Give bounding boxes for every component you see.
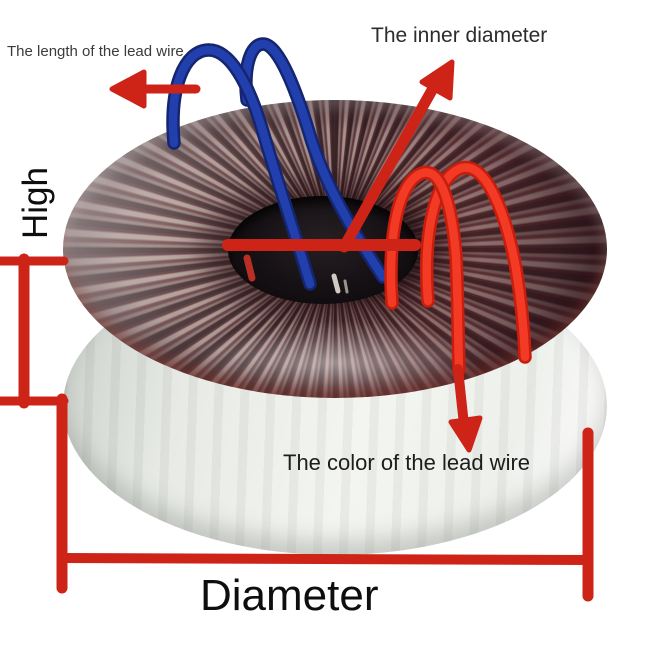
inner-diameter-pointer-icon — [222, 59, 455, 253]
diameter-measure-line — [57, 427, 594, 602]
height-bracket — [0, 253, 69, 594]
blue-lead-wire-front — [166, 43, 317, 291]
diameter-label: Diameter — [200, 571, 379, 620]
hole-terminal-wires — [243, 254, 349, 294]
height-label: High — [16, 167, 55, 239]
red-lead-wire-back — [420, 160, 532, 364]
lead-length-label: The length of the lead wire — [7, 43, 184, 60]
inner-diameter-label: The inner diameter — [371, 24, 548, 47]
lead-length-arrow-icon — [109, 69, 201, 109]
red-lead-wire-front — [384, 165, 466, 377]
lead-color-label: The color of the lead wire — [283, 450, 531, 475]
lead-color-arrow-icon — [448, 364, 483, 453]
